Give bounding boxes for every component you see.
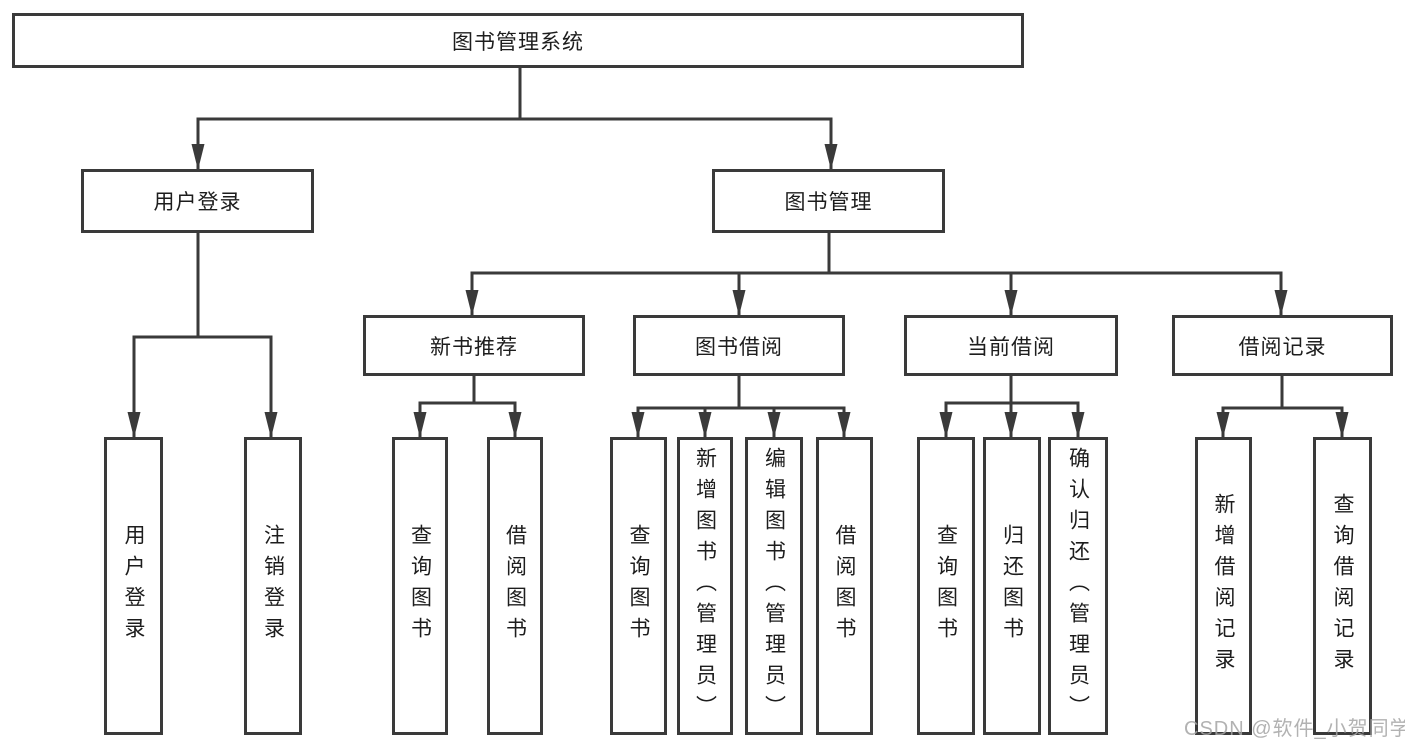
csdn-watermark: CSDN @软件_小贺同学	[1184, 718, 1405, 740]
node-label: 归还图书	[1000, 524, 1024, 648]
node-leaf-logout: 注销登录	[244, 437, 302, 735]
node-leaf-br-add-record: 新增借阅记录	[1195, 437, 1252, 735]
node-leaf-br-query-record: 查询借阅记录	[1313, 437, 1372, 735]
node-leaf-cb-confirm-return-admin: 确认归还（管理员）	[1048, 437, 1108, 735]
node-label: 图书管理系统	[452, 30, 584, 54]
node-label: 编辑图书（管理员）	[762, 446, 786, 726]
node-label: 用户登录	[122, 524, 145, 648]
node-label: 用户登录	[153, 191, 242, 214]
node-label: 图书借阅	[695, 335, 783, 359]
node-label: 注销登录	[261, 524, 285, 648]
node-label: 新书推荐	[430, 335, 518, 359]
node-leaf-bb-query-books: 查询图书	[610, 437, 667, 735]
node-book-borrowing: 图书借阅	[633, 315, 845, 376]
node-new-book-recommend: 新书推荐	[363, 315, 585, 376]
node-leaf-cb-return-books: 归还图书	[983, 437, 1041, 735]
node-user-login: 用户登录	[81, 169, 314, 233]
node-label: 当前借阅	[967, 335, 1055, 359]
node-leaf-bb-add-books-admin: 新增图书（管理员）	[677, 437, 733, 735]
node-label: 查询借阅记录	[1331, 493, 1354, 679]
node-leaf-user-login: 用户登录	[104, 437, 163, 735]
node-label: 新增图书（管理员）	[693, 446, 717, 726]
node-label: 新增借阅记录	[1212, 493, 1235, 679]
node-leaf-bb-borrow-books: 借阅图书	[816, 437, 873, 735]
node-library-system: 图书管理系统	[12, 13, 1024, 68]
node-label: 借阅图书	[833, 524, 856, 648]
node-label: 图书管理	[784, 191, 873, 214]
node-leaf-cb-query-books: 查询图书	[917, 437, 975, 735]
node-leaf-nb-query-books: 查询图书	[392, 437, 448, 735]
node-label: 查询图书	[934, 524, 958, 648]
node-leaf-bb-edit-books-admin: 编辑图书（管理员）	[745, 437, 803, 735]
node-borrowing-records: 借阅记录	[1172, 315, 1393, 376]
node-label: 查询图书	[627, 524, 650, 648]
node-leaf-nb-borrow-books: 借阅图书	[487, 437, 543, 735]
node-current-borrowing: 当前借阅	[904, 315, 1118, 376]
node-label: 借阅记录	[1238, 335, 1327, 359]
node-label: 查询图书	[408, 524, 432, 648]
node-label: 借阅图书	[503, 524, 527, 648]
node-book-management: 图书管理	[712, 169, 945, 233]
node-label: 确认归还（管理员）	[1066, 446, 1090, 726]
